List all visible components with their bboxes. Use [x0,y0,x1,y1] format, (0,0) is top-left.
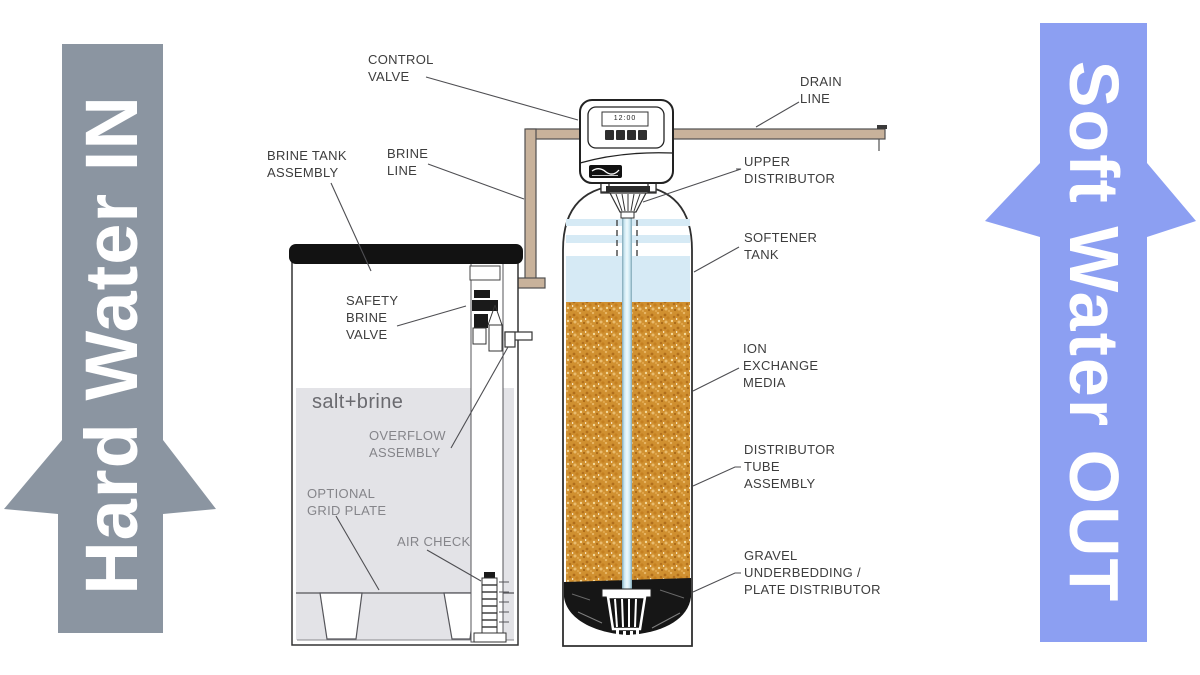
label-gravel-underbedding: GRAVEL UNDERBEDDING / PLATE DISTRIBUTOR [744,548,881,597]
hard-water-in-arrow [4,44,216,633]
valve-button [638,130,647,140]
salt-brine-text: salt+brine [312,391,404,413]
label-brine-line: BRINE LINE [387,146,429,178]
leader-lines [330,76,800,593]
label-air-check: AIR CHECK [397,534,471,549]
hard-water-in-text: Hard Water IN [70,95,153,595]
valve-button [616,130,625,140]
soft-water-out-text: Soft Water OUT [1055,60,1133,604]
valve-button [605,130,614,140]
control-valve [579,99,674,184]
upper-distributor-funnel [600,181,657,219]
overflow-fitting [504,331,533,348]
label-ion-exchange-media: ION EXCHANGE MEDIA [743,341,819,390]
bottom-distributor [601,588,652,636]
label-upper-distributor: UPPER DISTRIBUTOR [744,154,836,186]
brine-tank-lid [289,244,523,264]
label-softener-tank: SOFTENER TANK [744,230,818,262]
label-drain-line: DRAIN LINE [800,74,842,106]
label-safety-brine-valve: SAFETY BRINE VALVE [346,293,399,342]
tank-leg-notch [443,592,477,640]
softener-tank-vessel [562,181,693,647]
label-overflow-assembly: OVERFLOW ASSEMBLY [369,428,446,460]
distributor-tube [622,216,632,592]
tank-leg-notch [319,592,363,640]
brand-wave-icon [591,168,620,175]
label-distributor-tube-assembly: DISTRIBUTOR TUBE ASSEMBLY [744,442,836,491]
label-control-valve: CONTROL VALVE [368,52,434,84]
soft-water-out-arrow [985,23,1196,642]
safety-brine-valve-assembly [469,265,503,352]
valve-button [627,130,636,140]
label-brine-tank-assembly: BRINE TANK ASSEMBLY [267,148,347,180]
label-optional-grid-plate: OPTIONAL GRID PLATE [307,486,387,518]
valve-display [601,111,649,127]
air-check-device [473,572,509,643]
valve-display-time: 12:00 [613,115,637,122]
